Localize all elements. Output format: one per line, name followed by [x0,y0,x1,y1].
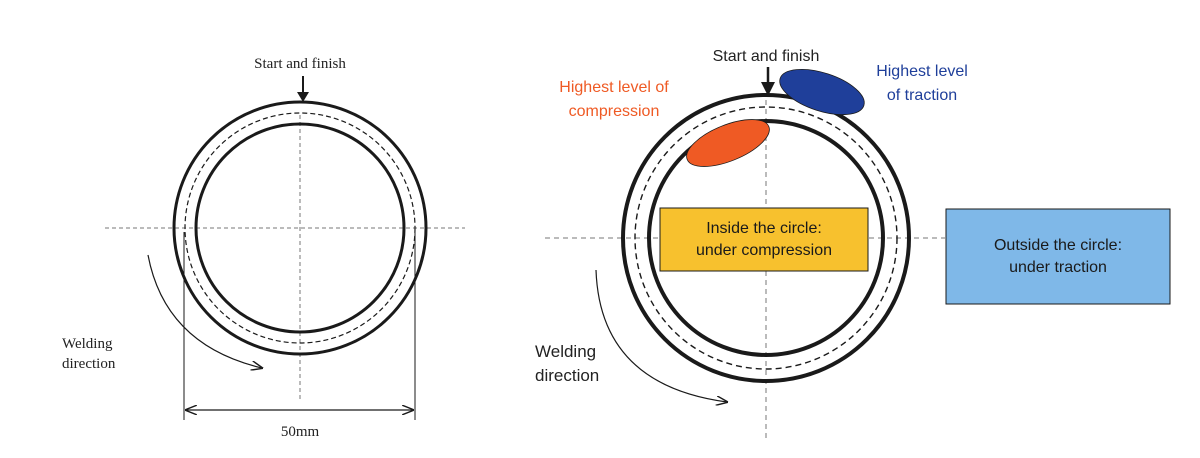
left-weld-line [184,112,416,344]
right-weld-line [634,106,898,370]
compression-peak-label-2: compression [569,103,660,120]
right-welding-label-2: direction [535,366,599,385]
right-welding-label-1: Welding [535,342,596,361]
outside-circle-box [945,208,1171,305]
left-inner-ring [194,122,406,334]
right-start-arrowhead [761,82,775,96]
left-start-arrowhead [297,92,309,102]
left-outer-ring [172,100,428,356]
left-dimension-label: 50mm [281,424,320,440]
left-start-label: Start and finish [254,56,346,72]
left-welding-direction-arrow [147,254,262,368]
compression-peak-marker [686,119,770,167]
inside-circle-box [659,207,869,272]
compression-peak-label-1: Highest level of [559,79,669,96]
right-inner-ring [647,119,885,357]
left-welding-label-2: direction [62,356,116,372]
outside-circle-label: Outside the circle: under traction [993,236,1123,276]
left-diagram: Start and finish Welding direction 50mm [62,56,465,440]
right-welding-direction-arrow [595,269,727,402]
right-outer-ring [621,93,911,383]
right-diagram: Start and finish Highest level of compre… [535,48,1171,438]
inside-circle-label: Inside the circle: under compression [695,219,833,259]
traction-peak-marker [779,68,865,116]
traction-peak-label-2: of traction [887,87,957,104]
left-welding-label-1: Welding [62,336,113,352]
traction-peak-label-1: Highest level [876,63,968,80]
right-start-label: Start and finish [713,48,820,65]
